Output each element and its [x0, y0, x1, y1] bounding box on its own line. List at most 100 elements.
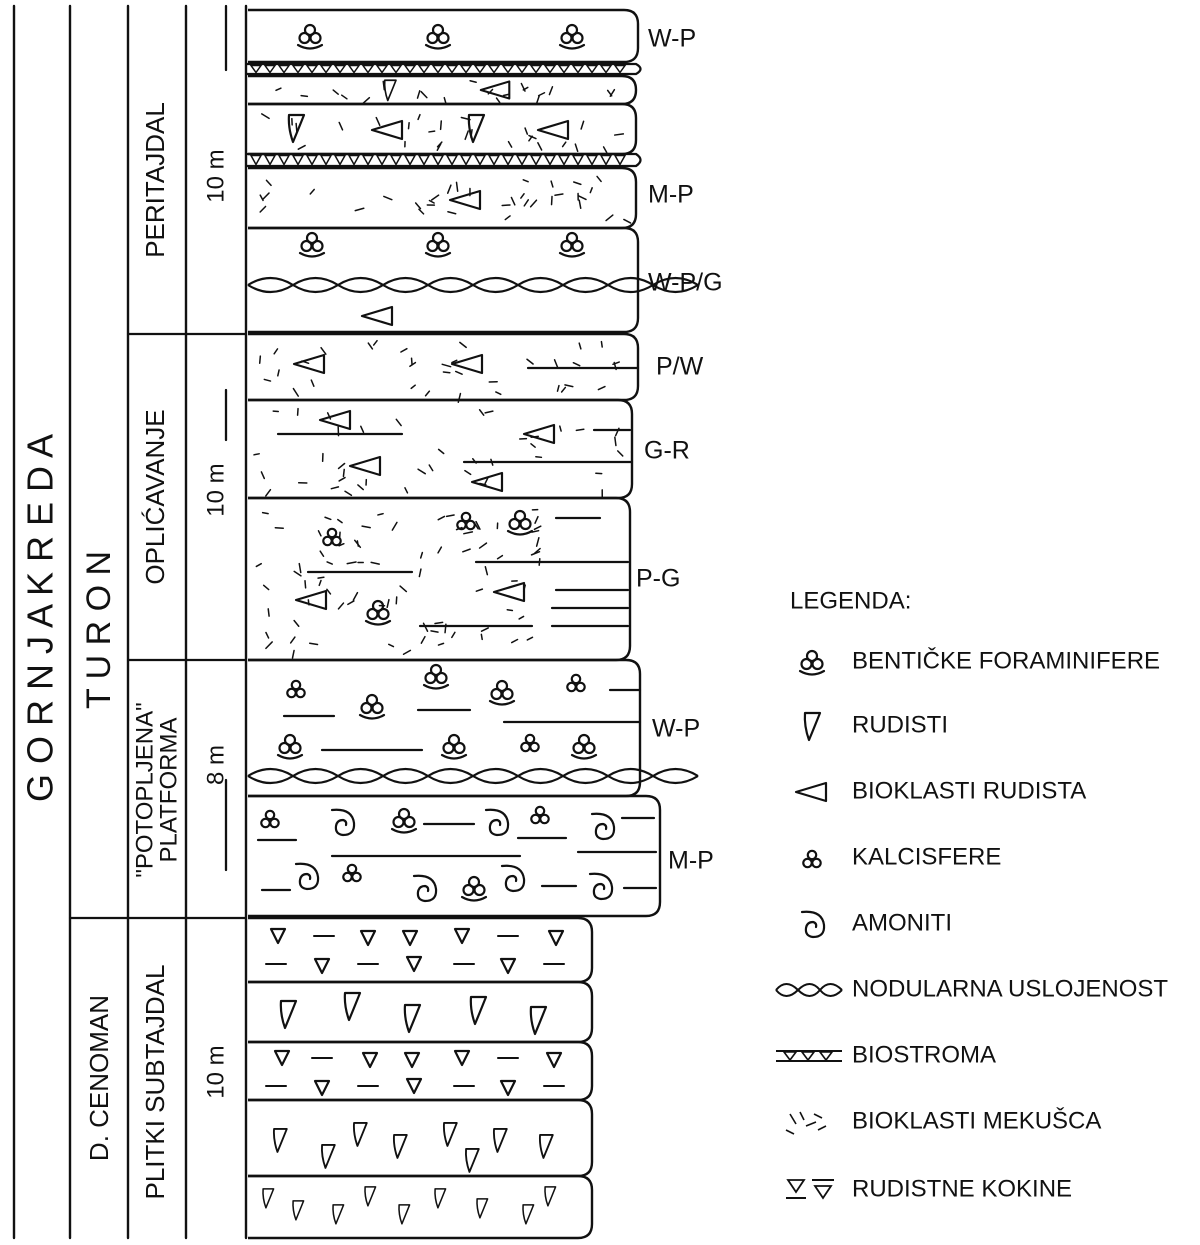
scale-label: 10 m [202, 1045, 229, 1098]
stage-label-turonian: T U R O N [80, 551, 118, 709]
mollusc-bioclast-mark [470, 81, 476, 83]
mollusc-bioclast-mark [560, 426, 561, 431]
biostrome-mark [279, 156, 289, 165]
mollusc-bioclast-mark [507, 610, 512, 611]
ammonite-mark [486, 810, 508, 835]
legend-item-label: BIOSTROMA [852, 1041, 996, 1068]
benthic-foraminifera-mark [560, 233, 584, 257]
biostrome-mark [503, 66, 513, 73]
mollusc-bioclast-mark [310, 643, 318, 644]
biostrome-mark [349, 156, 359, 165]
biostrome-mark [517, 156, 527, 165]
mollusc-bioclast-mark [555, 360, 558, 368]
mollusc-bioclast-mark [438, 547, 441, 553]
mollusc-bioclast-mark [531, 444, 535, 447]
mollusc-bioclast-mark [527, 359, 533, 364]
mollusc-bioclast-mark [311, 380, 314, 386]
mollusc-bioclast-mark [266, 642, 272, 648]
benthic-foraminifera-mark [462, 877, 486, 901]
legend-item-label: NODULARNA USLOJENOST [852, 975, 1168, 1002]
biostrome-mark [475, 66, 485, 73]
mollusc-bioclast-mark [431, 631, 438, 632]
mollusc-bioclast-mark [325, 517, 331, 519]
mollusc-bioclast-mark [409, 123, 410, 129]
facies-label-shallow-subtidal: PLITKI SUBTAJDAL [140, 964, 170, 1199]
biostrome-mark [475, 156, 485, 165]
mollusc-bioclast-mark [578, 196, 586, 200]
mollusc-bioclast-mark [294, 621, 299, 627]
mollusc-bioclast-mark [557, 386, 558, 392]
mollusc-bioclast-mark [392, 522, 397, 530]
mollusc-bioclast-mark [333, 90, 338, 94]
biostrome-mark [251, 66, 261, 73]
mollusc-bioclast-mark [575, 144, 577, 151]
mollusc-bioclast-mark [448, 212, 456, 214]
biostrome-mark [447, 156, 457, 165]
mollusc-bioclast-mark [610, 90, 614, 97]
mollusc-bioclast-mark [598, 387, 605, 390]
mollusc-bioclast-mark [404, 650, 411, 654]
mollusc-bioclast-mark [549, 87, 552, 95]
legend-item-label: BIOKLASTI RUDISTA [852, 777, 1086, 804]
mollusc-bioclast-mark [426, 391, 430, 396]
biostrome-mark [615, 66, 625, 73]
legend-item-label: RUDISTI [852, 711, 948, 738]
bed-outline [248, 1042, 592, 1100]
mollusc-bioclast-mark [374, 341, 377, 345]
mollusc-bioclast-mark [362, 526, 370, 527]
mollusc-bioclast-mark [338, 603, 343, 609]
biostrome-mark [433, 156, 443, 165]
benthic-foraminifera-mark [490, 681, 514, 705]
mollusc-bioclast-mark [464, 532, 473, 534]
mollusc-bioclast-mark [551, 181, 553, 187]
mollusc-bioclast-mark [562, 387, 566, 392]
mollusc-bioclast-mark [503, 94, 508, 95]
mollusc-bioclast-mark [496, 392, 501, 394]
stage-label-cenomanian: D. CENOMAN [84, 995, 114, 1161]
rudist-coquina-icon-mark [815, 1186, 831, 1198]
rudist-bioclast-icon [796, 783, 826, 801]
rudist-coquina-mark [407, 957, 421, 971]
mollusc-bioclast-mark [331, 487, 338, 489]
mollusc-bioclast-mark [565, 385, 573, 387]
biostrome-mark [545, 66, 555, 73]
biostrome-mark [419, 66, 429, 73]
mollusc-bioclast-mark [482, 628, 489, 631]
mollusc-bioclast-mark [419, 569, 421, 576]
rudist-mark [540, 1135, 553, 1158]
mollusc-bioclast-mark [606, 215, 613, 220]
mollusc-bioclast-mark [480, 543, 487, 548]
ammonite-mark [296, 864, 318, 889]
mollusc-bioclast-mark [497, 98, 500, 102]
mollusc-bioclast-mark [418, 115, 420, 120]
mollusc-bioclast-mark [604, 147, 607, 153]
biostrome-mark [251, 156, 261, 165]
benthic-foraminifera-mark [426, 25, 450, 49]
ammonite-mark [590, 874, 612, 899]
rudist-mark [405, 1005, 420, 1032]
ammonite-mark [592, 814, 614, 839]
mollusc-bioclast-mark [485, 567, 487, 575]
rudist-bioclast-mark [481, 81, 510, 98]
bed-outline [248, 1176, 592, 1238]
biostrome-mark [307, 66, 317, 73]
biostrome-mark [601, 66, 611, 73]
calcisphere-icon [803, 851, 820, 867]
nodular-bedding-icon-line [776, 984, 842, 996]
mollusc-bioclast-mark [432, 195, 439, 200]
mollusc-bioclast-mark [355, 208, 364, 210]
mollusc-bioclast-mark [439, 449, 444, 453]
mollusc-bioclast-mark [310, 189, 314, 194]
benthic-foraminifera-mark [300, 233, 324, 257]
ammonite-mark [414, 876, 436, 901]
mollusc-bioclast-mark [537, 538, 539, 547]
biostrome-mark [419, 156, 429, 165]
texture-label: W-P [652, 715, 700, 743]
mollusc-bioclast-mark [318, 577, 324, 578]
mollusc-bioclast-mark [293, 651, 295, 659]
biostrome-icon [776, 1051, 842, 1061]
biostrome-mark [531, 66, 541, 73]
mollusc-bioclast-mark [387, 600, 389, 608]
mollusc-bioclast-mark [573, 363, 579, 366]
mollusc-bioclast-mark [276, 88, 281, 90]
